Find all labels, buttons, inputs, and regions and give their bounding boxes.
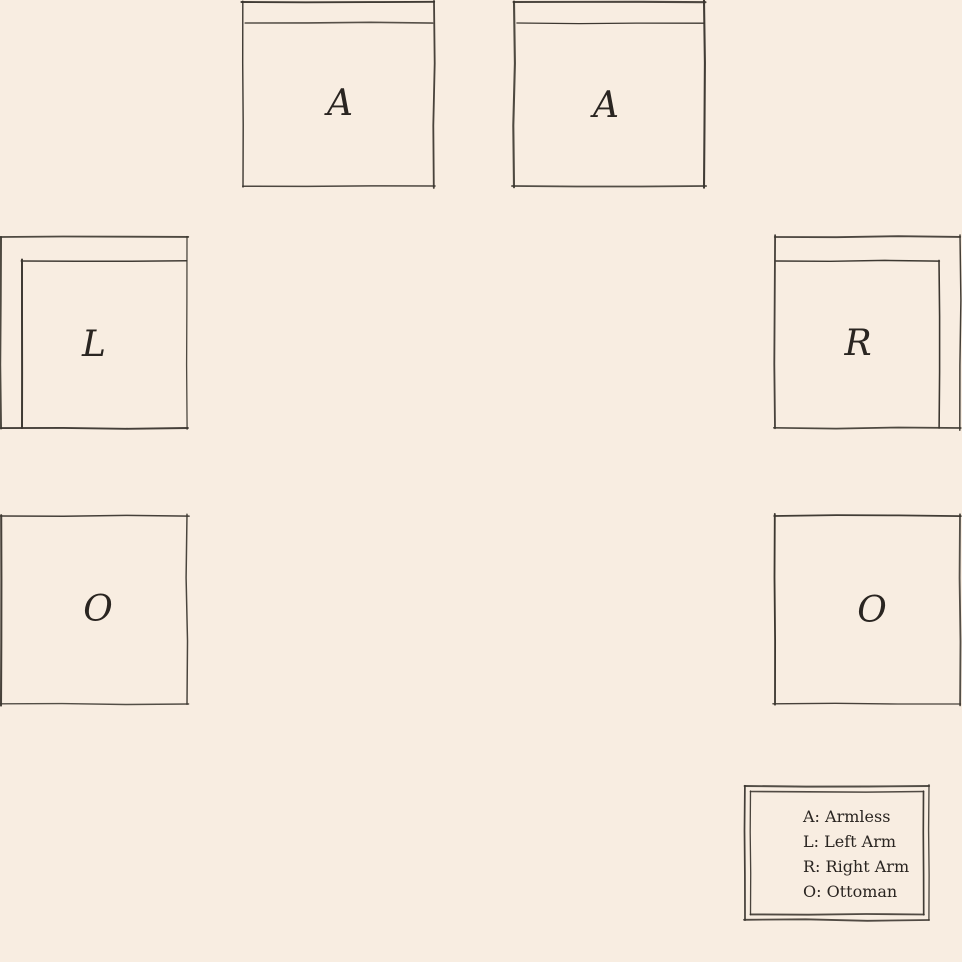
unit-armless-2: A [514, 2, 704, 186]
unit-label: O [83, 589, 113, 630]
legend-box: A: Armless L: Left Arm R: Right Arm O: O… [745, 786, 929, 920]
unit-left-arm: L [1, 237, 187, 428]
legend-entry-left-arm: L: Left Arm [803, 832, 897, 851]
legend-entry-ottoman: O: Ottoman [803, 882, 898, 901]
unit-label: O [857, 590, 887, 631]
unit-armless-1: A [243, 2, 434, 186]
legend-entries: A: Armless L: Left Arm R: Right Arm O: O… [803, 804, 909, 904]
legend-entry-armless: A: Armless [803, 807, 891, 826]
unit-right-arm: R [775, 237, 960, 428]
unit-label: A [327, 83, 353, 124]
legend-entry-right-arm: R: Right Arm [803, 857, 910, 876]
unit-label: R [844, 323, 872, 364]
unit-label: A [593, 85, 619, 126]
unit-ottoman-left: O [1, 516, 187, 704]
unit-ottoman-right: O [775, 516, 960, 704]
unit-label: L [82, 324, 106, 365]
